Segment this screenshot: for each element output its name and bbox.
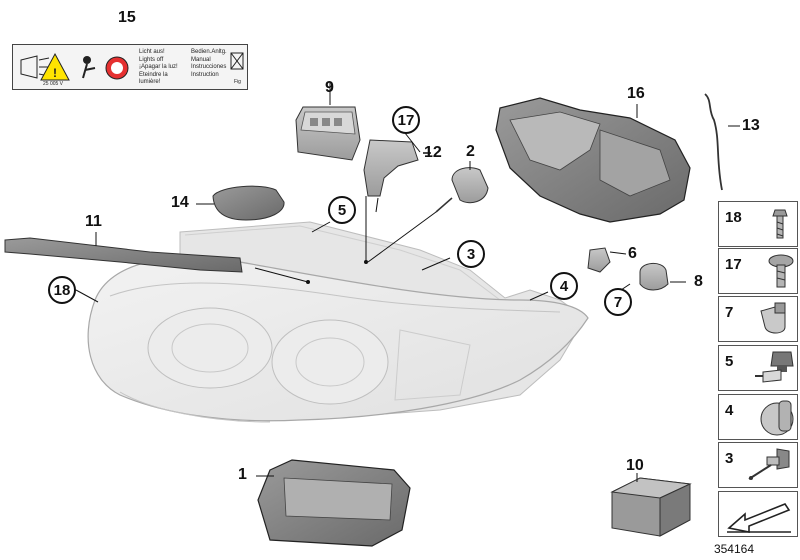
bracket-part-12: [363, 139, 419, 197]
callout-6: 6: [628, 245, 637, 262]
callout-14: 14: [171, 194, 189, 211]
socket-part-6: [587, 247, 611, 273]
callout-4: 4: [550, 272, 578, 300]
legend-item-17: 17: [718, 248, 798, 294]
socket-part-8: [639, 263, 669, 291]
callout-12: 12: [424, 144, 442, 161]
callout-18: 18: [48, 276, 76, 304]
warning-pictograms: !: [20, 52, 129, 81]
callout-3: 3: [457, 240, 485, 268]
callout-1: 1: [238, 466, 247, 483]
callout-17: 17: [392, 106, 420, 134]
legend-number: 3: [725, 450, 734, 467]
label-text: Manual: [191, 56, 211, 63]
screw-icon: [772, 209, 788, 239]
label-text: Eteindre la lumière!: [139, 71, 168, 86]
callout-4-text: 4: [559, 277, 569, 295]
actuator-part-2: [435, 167, 489, 213]
legend-number: 17: [725, 256, 742, 273]
callout-17-text: 17: [397, 111, 415, 129]
torx-screw-icon: [768, 254, 794, 288]
label-code: 25 005 V: [43, 81, 64, 87]
callout-10: 10: [626, 457, 644, 474]
label-column-2: Bedien.Anltg. Manual Instrucciones Instr…: [191, 49, 231, 79]
legend-number: 4: [725, 402, 734, 419]
callout-9: 9: [325, 79, 334, 96]
bulb-py21w-icon: [760, 400, 794, 436]
callout-3-text: 3: [466, 245, 476, 263]
bulb-h7-icon: [755, 351, 794, 383]
legend-item-3: 3: [718, 442, 798, 488]
legend-item-7: 7: [718, 296, 798, 342]
callout-11: 11: [85, 213, 102, 230]
dash-12: [423, 152, 431, 154]
box-part-10: [610, 477, 692, 537]
callout-2: 2: [466, 143, 475, 160]
legend-item-4: 4: [718, 394, 798, 440]
legend-item-arrow: [718, 491, 798, 537]
legend-number: 18: [725, 209, 742, 226]
svg-text:!: !: [53, 66, 57, 80]
callout-5: 5: [328, 196, 356, 224]
bulb-h8-icon: [748, 448, 790, 480]
label-text: Instrucciones: [191, 64, 227, 70]
callout-7: 7: [604, 288, 632, 316]
label-text: Licht aus!: [139, 49, 165, 55]
bulb-w5w-icon: [760, 302, 786, 334]
warning-label-part-15: ! Licht aus! Lights off ¡Apagar la luz! …: [12, 44, 248, 90]
housing-cover-part-16: [495, 97, 691, 223]
callout-18-text: 18: [53, 281, 71, 299]
book-icon: [230, 52, 244, 70]
label-text: Lights off: [139, 56, 164, 63]
cable-part-13: [704, 93, 723, 191]
callout-5-text: 5: [337, 201, 347, 219]
lower-housing-part-1: [257, 459, 411, 547]
callout-7-text: 7: [613, 293, 623, 311]
label-column-1: Licht aus! Lights off ¡Apagar la luz! Et…: [139, 49, 189, 87]
callout-16: 16: [627, 85, 645, 102]
reference-number: 354164: [713, 542, 754, 556]
legend-number: 5: [725, 353, 734, 370]
label-text: Bedien.Anltg.: [191, 49, 227, 55]
label-text: Instruction: [191, 71, 219, 78]
label-fig: Fig: [234, 79, 241, 85]
callout-13: 13: [742, 117, 760, 134]
arrow-icon: [727, 503, 791, 533]
legend-item-5: 5: [718, 345, 798, 391]
control-unit-part-9: [295, 106, 361, 161]
cover-cap-part-14: [212, 185, 285, 221]
legend-number: 7: [725, 304, 734, 321]
headlight-lens: [87, 257, 589, 423]
trim-strip-part-11: [4, 237, 243, 273]
legend-item-18: 18: [718, 201, 798, 247]
leader-lines: [75, 82, 740, 482]
callout-8: 8: [694, 273, 703, 290]
callout-15: 15: [118, 9, 136, 26]
label-text: ¡Apagar la luz!: [139, 64, 178, 70]
